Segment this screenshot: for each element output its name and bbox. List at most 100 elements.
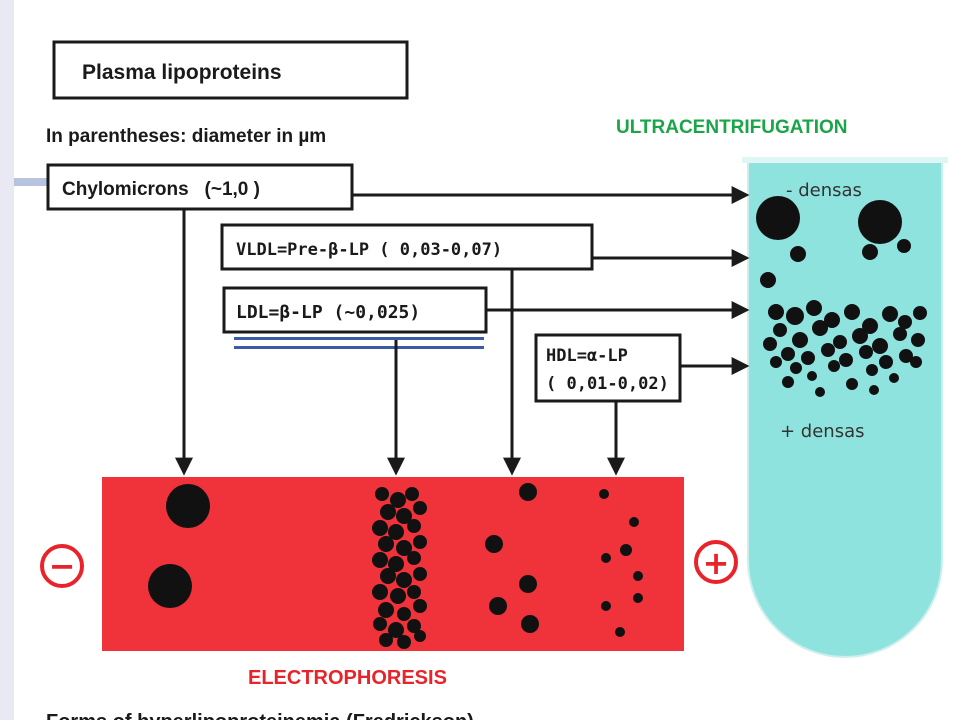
gel-particle — [413, 535, 427, 549]
tube-particle — [782, 376, 794, 388]
tube-particle — [828, 360, 840, 372]
tube-particle — [807, 371, 817, 381]
ldl-underline-2 — [234, 346, 484, 349]
tube-particle — [763, 337, 777, 351]
tube-particle — [821, 343, 835, 357]
ldl-box — [222, 286, 488, 334]
gel-particle — [378, 536, 394, 552]
chylomicrons-box — [46, 163, 354, 211]
gel-particle — [599, 489, 609, 499]
subtitle: In parentheses: diameter in µm — [46, 126, 326, 147]
centrifuge-tube — [747, 159, 943, 658]
tube-rim — [742, 157, 948, 163]
vldl-box — [220, 223, 594, 271]
tube-particle — [879, 355, 893, 369]
gel-particle — [633, 593, 643, 603]
ldl-label: LDL=β-LP (~0,025) — [236, 302, 420, 323]
positive-electrode-sign: + — [703, 544, 730, 582]
gel-particle — [390, 588, 406, 604]
tube-particle — [815, 387, 825, 397]
gel-particle — [380, 504, 396, 520]
chylomicrons-label: Chylomicrons (~1,0 ) — [62, 179, 260, 200]
gel-particle — [397, 635, 411, 649]
tube-particle — [760, 272, 776, 288]
gel-particle — [378, 602, 394, 618]
tube-particle — [852, 328, 868, 344]
gel-particle — [372, 520, 388, 536]
tube-particle — [824, 312, 840, 328]
gel-particle — [372, 552, 388, 568]
tube-particle — [773, 323, 787, 337]
tube-particle — [801, 351, 815, 365]
tube-particle — [792, 332, 808, 348]
hdl-label-line1: HDL=α-LP — [546, 346, 628, 366]
tube-particle — [790, 246, 806, 262]
gel-particle — [413, 567, 427, 581]
gel-particle — [489, 597, 507, 615]
electrophoresis-label: ELECTROPHORESIS — [248, 667, 447, 689]
tube-particle — [859, 345, 873, 359]
gel-particle — [396, 508, 412, 524]
tube-particle — [882, 306, 898, 322]
tube-particle — [872, 338, 888, 354]
tube-particle — [898, 315, 912, 329]
gel-particle — [388, 622, 404, 638]
gel-particle — [396, 540, 412, 556]
tube-particle — [806, 300, 822, 316]
positive-electrode — [694, 540, 738, 584]
gel-particle — [405, 487, 419, 501]
gel-particle — [615, 627, 625, 637]
tube-particle — [839, 353, 853, 367]
gel-particle — [373, 617, 387, 631]
tube-particle — [899, 349, 913, 363]
gel-particle — [390, 492, 406, 508]
ldl-underline-1 — [234, 337, 484, 340]
tube-particle — [911, 333, 925, 347]
tube-particle — [812, 320, 828, 336]
gel-particle — [397, 607, 411, 621]
tube-particle — [833, 335, 847, 349]
slide-left-strip — [0, 0, 14, 720]
gel-particle — [629, 517, 639, 527]
tube-particle — [844, 304, 860, 320]
tube-particle — [910, 356, 922, 368]
gel-particle — [379, 633, 393, 647]
gel-particle — [380, 568, 396, 584]
gel-particle — [407, 585, 421, 599]
tube-particle — [786, 307, 804, 325]
tube-particles — [756, 196, 927, 397]
tube-particle — [897, 239, 911, 253]
gel-particle — [396, 572, 412, 588]
tube-particle — [866, 364, 878, 376]
tube-particle — [770, 356, 782, 368]
gel-particle — [413, 501, 427, 515]
gel-particle — [601, 553, 611, 563]
tube-particle — [889, 373, 899, 383]
tube-particle — [862, 244, 878, 260]
gel-particles — [148, 483, 643, 649]
gel-particle — [372, 584, 388, 600]
gel-particle — [519, 575, 537, 593]
gel-particle — [620, 544, 632, 556]
tube-particle — [869, 385, 879, 395]
gel-particle — [148, 564, 192, 608]
tube-particle — [790, 362, 802, 374]
gel-particle — [485, 535, 503, 553]
negative-electrode — [40, 544, 84, 588]
tube-bottom-label: + densas — [780, 421, 865, 442]
tube-top-label: - densas — [786, 180, 862, 201]
gel-particle — [375, 487, 389, 501]
gel-particle — [388, 556, 404, 572]
gel-particle — [414, 630, 426, 642]
tube-particle — [781, 347, 795, 361]
footer-partial-text: Forms of hyperlipoproteinemia (Fredricks… — [46, 711, 474, 720]
gel-particle — [601, 601, 611, 611]
gel-particle — [388, 524, 404, 540]
gel-particle — [407, 551, 421, 565]
hdl-label-line2: ( 0,01-0,02) — [546, 374, 669, 394]
page-title: Plasma lipoproteins — [82, 61, 282, 84]
title-box — [52, 40, 409, 100]
tube-particle — [846, 378, 858, 390]
gel-particle — [519, 483, 537, 501]
